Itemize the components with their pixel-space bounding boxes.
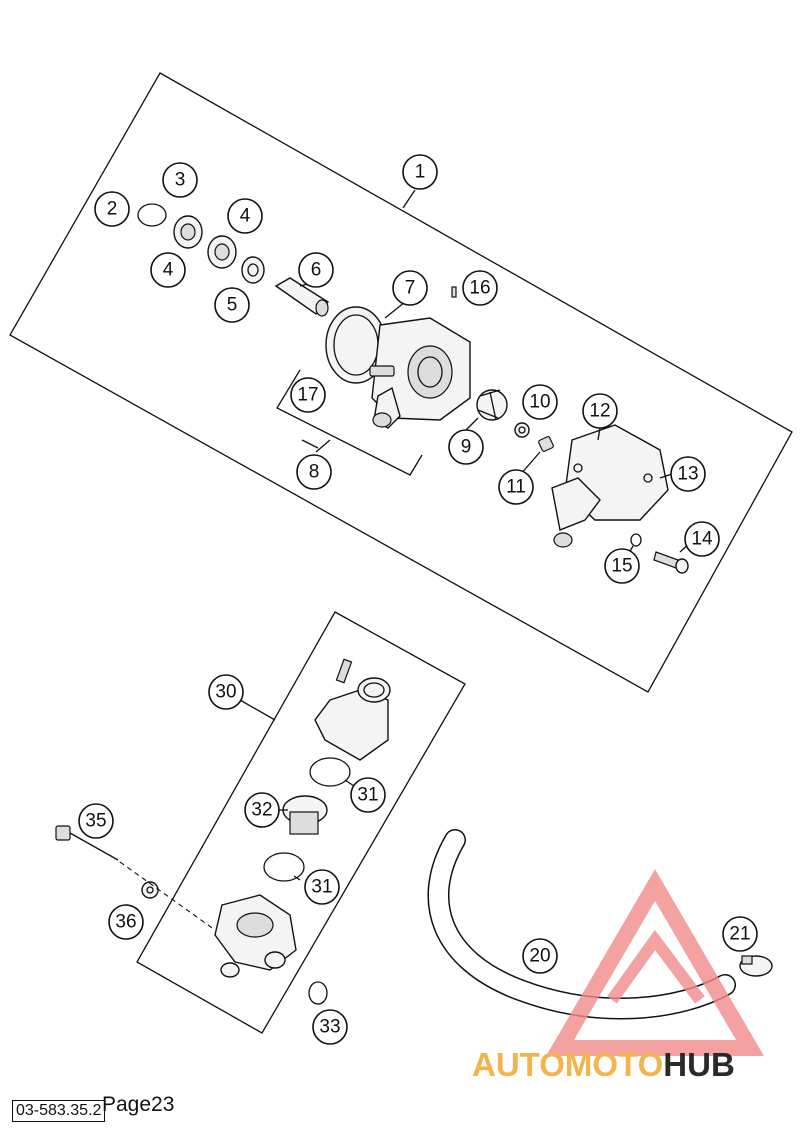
svg-text:1: 1: [415, 162, 426, 183]
impeller-part: [476, 389, 508, 421]
callout-13: 13: [670, 456, 706, 492]
svg-text:14: 14: [691, 529, 713, 550]
callout-7: 7: [392, 270, 428, 306]
subgroup-bracket-8: [276, 369, 423, 476]
callout-31a: 31: [350, 777, 386, 813]
bolt-part: [55, 825, 119, 861]
svg-text:30: 30: [215, 682, 236, 703]
svg-text:4: 4: [163, 260, 174, 281]
callout-3: 3: [162, 162, 198, 198]
bearing-part-2: [207, 235, 237, 269]
callout-2: 2: [94, 191, 130, 227]
thermostat-o-ring-upper: [309, 757, 351, 787]
svg-text:20: 20: [529, 946, 550, 967]
pin-part: [451, 286, 457, 298]
pump-shaft-part: [274, 277, 330, 317]
callout-36: 36: [108, 904, 144, 940]
bolt-guide-line: [119, 861, 216, 931]
small-o-ring-33: [308, 981, 328, 1005]
drawing-code: 03-583.35.2: [12, 1100, 106, 1122]
washer-part: [514, 422, 530, 438]
watermark-logo: AUTOMOTOHUB: [472, 869, 764, 1083]
svg-text:17: 17: [297, 385, 318, 406]
thermostat-housing-part: [214, 894, 297, 978]
svg-text:31: 31: [311, 877, 332, 898]
svg-text:13: 13: [677, 464, 698, 485]
callout-12: 12: [582, 393, 618, 429]
svg-text:7: 7: [405, 278, 416, 299]
svg-text:12: 12: [589, 401, 610, 422]
callout-30: 30: [208, 674, 244, 710]
svg-text:2: 2: [107, 199, 118, 220]
callout-33: 33: [312, 1009, 348, 1045]
svg-text:3: 3: [175, 170, 186, 191]
svg-text:9: 9: [461, 437, 472, 458]
watermark-brand-suffix: HUB: [663, 1046, 735, 1083]
svg-text:11: 11: [506, 477, 526, 498]
callout-32: 32: [244, 792, 280, 828]
washer-part-36: [141, 881, 159, 899]
svg-text:16: 16: [469, 278, 490, 299]
callout-5: 5: [214, 287, 250, 323]
callout-15: 15: [604, 548, 640, 584]
callout-20: 20: [522, 938, 558, 974]
svg-text:33: 33: [319, 1017, 340, 1038]
svg-text:15: 15: [611, 556, 632, 577]
thermostat-cover-part: [314, 658, 391, 761]
callout-6: 6: [298, 252, 334, 288]
svg-text:35: 35: [85, 811, 106, 832]
cover-screw-part: [653, 551, 689, 574]
callout-4b: 4: [150, 252, 186, 288]
callout-4a: 4: [227, 198, 263, 234]
callout-8: 8: [296, 454, 332, 490]
svg-text:32: 32: [251, 800, 272, 821]
hose-clamp-part: [739, 955, 773, 977]
svg-text:8: 8: [309, 462, 320, 483]
pump-housing-part: [325, 306, 471, 429]
svg-text:6: 6: [311, 260, 322, 281]
callout-16: 16: [462, 270, 498, 306]
screw-part: [538, 436, 554, 452]
shaft-seal-part: [241, 256, 265, 284]
callout-21: 21: [722, 916, 758, 952]
callout-35: 35: [78, 803, 114, 839]
watermark-brand-prefix: AUTOMOTO: [472, 1046, 663, 1083]
svg-text:31: 31: [357, 785, 378, 806]
callout-1: 1: [402, 154, 438, 190]
svg-text:4: 4: [240, 206, 251, 227]
callout-9: 9: [448, 429, 484, 465]
svg-text:21: 21: [729, 924, 750, 945]
circlip-part: [137, 203, 167, 227]
callout-17: 17: [290, 377, 326, 413]
svg-text:10: 10: [529, 392, 550, 413]
thermostat-part: [282, 795, 328, 835]
thermostat-group-frame: [136, 611, 466, 1034]
svg-text:5: 5: [227, 295, 238, 316]
bearing-part: [173, 215, 203, 249]
pump-cover-part: [551, 424, 669, 548]
water-pump-group-frame: [9, 72, 793, 693]
callout-14: 14: [684, 521, 720, 557]
thermostat-o-ring-lower: [263, 852, 305, 882]
svg-text:36: 36: [115, 912, 136, 933]
page-label: Page23: [102, 1093, 175, 1116]
o-ring-part: [630, 533, 642, 547]
callout-11: 11: [498, 469, 534, 505]
callout-10: 10: [522, 384, 558, 420]
callout-31b: 31: [304, 869, 340, 905]
svg-text:AUTOMOTOHUB: AUTOMOTOHUB: [472, 1046, 735, 1083]
